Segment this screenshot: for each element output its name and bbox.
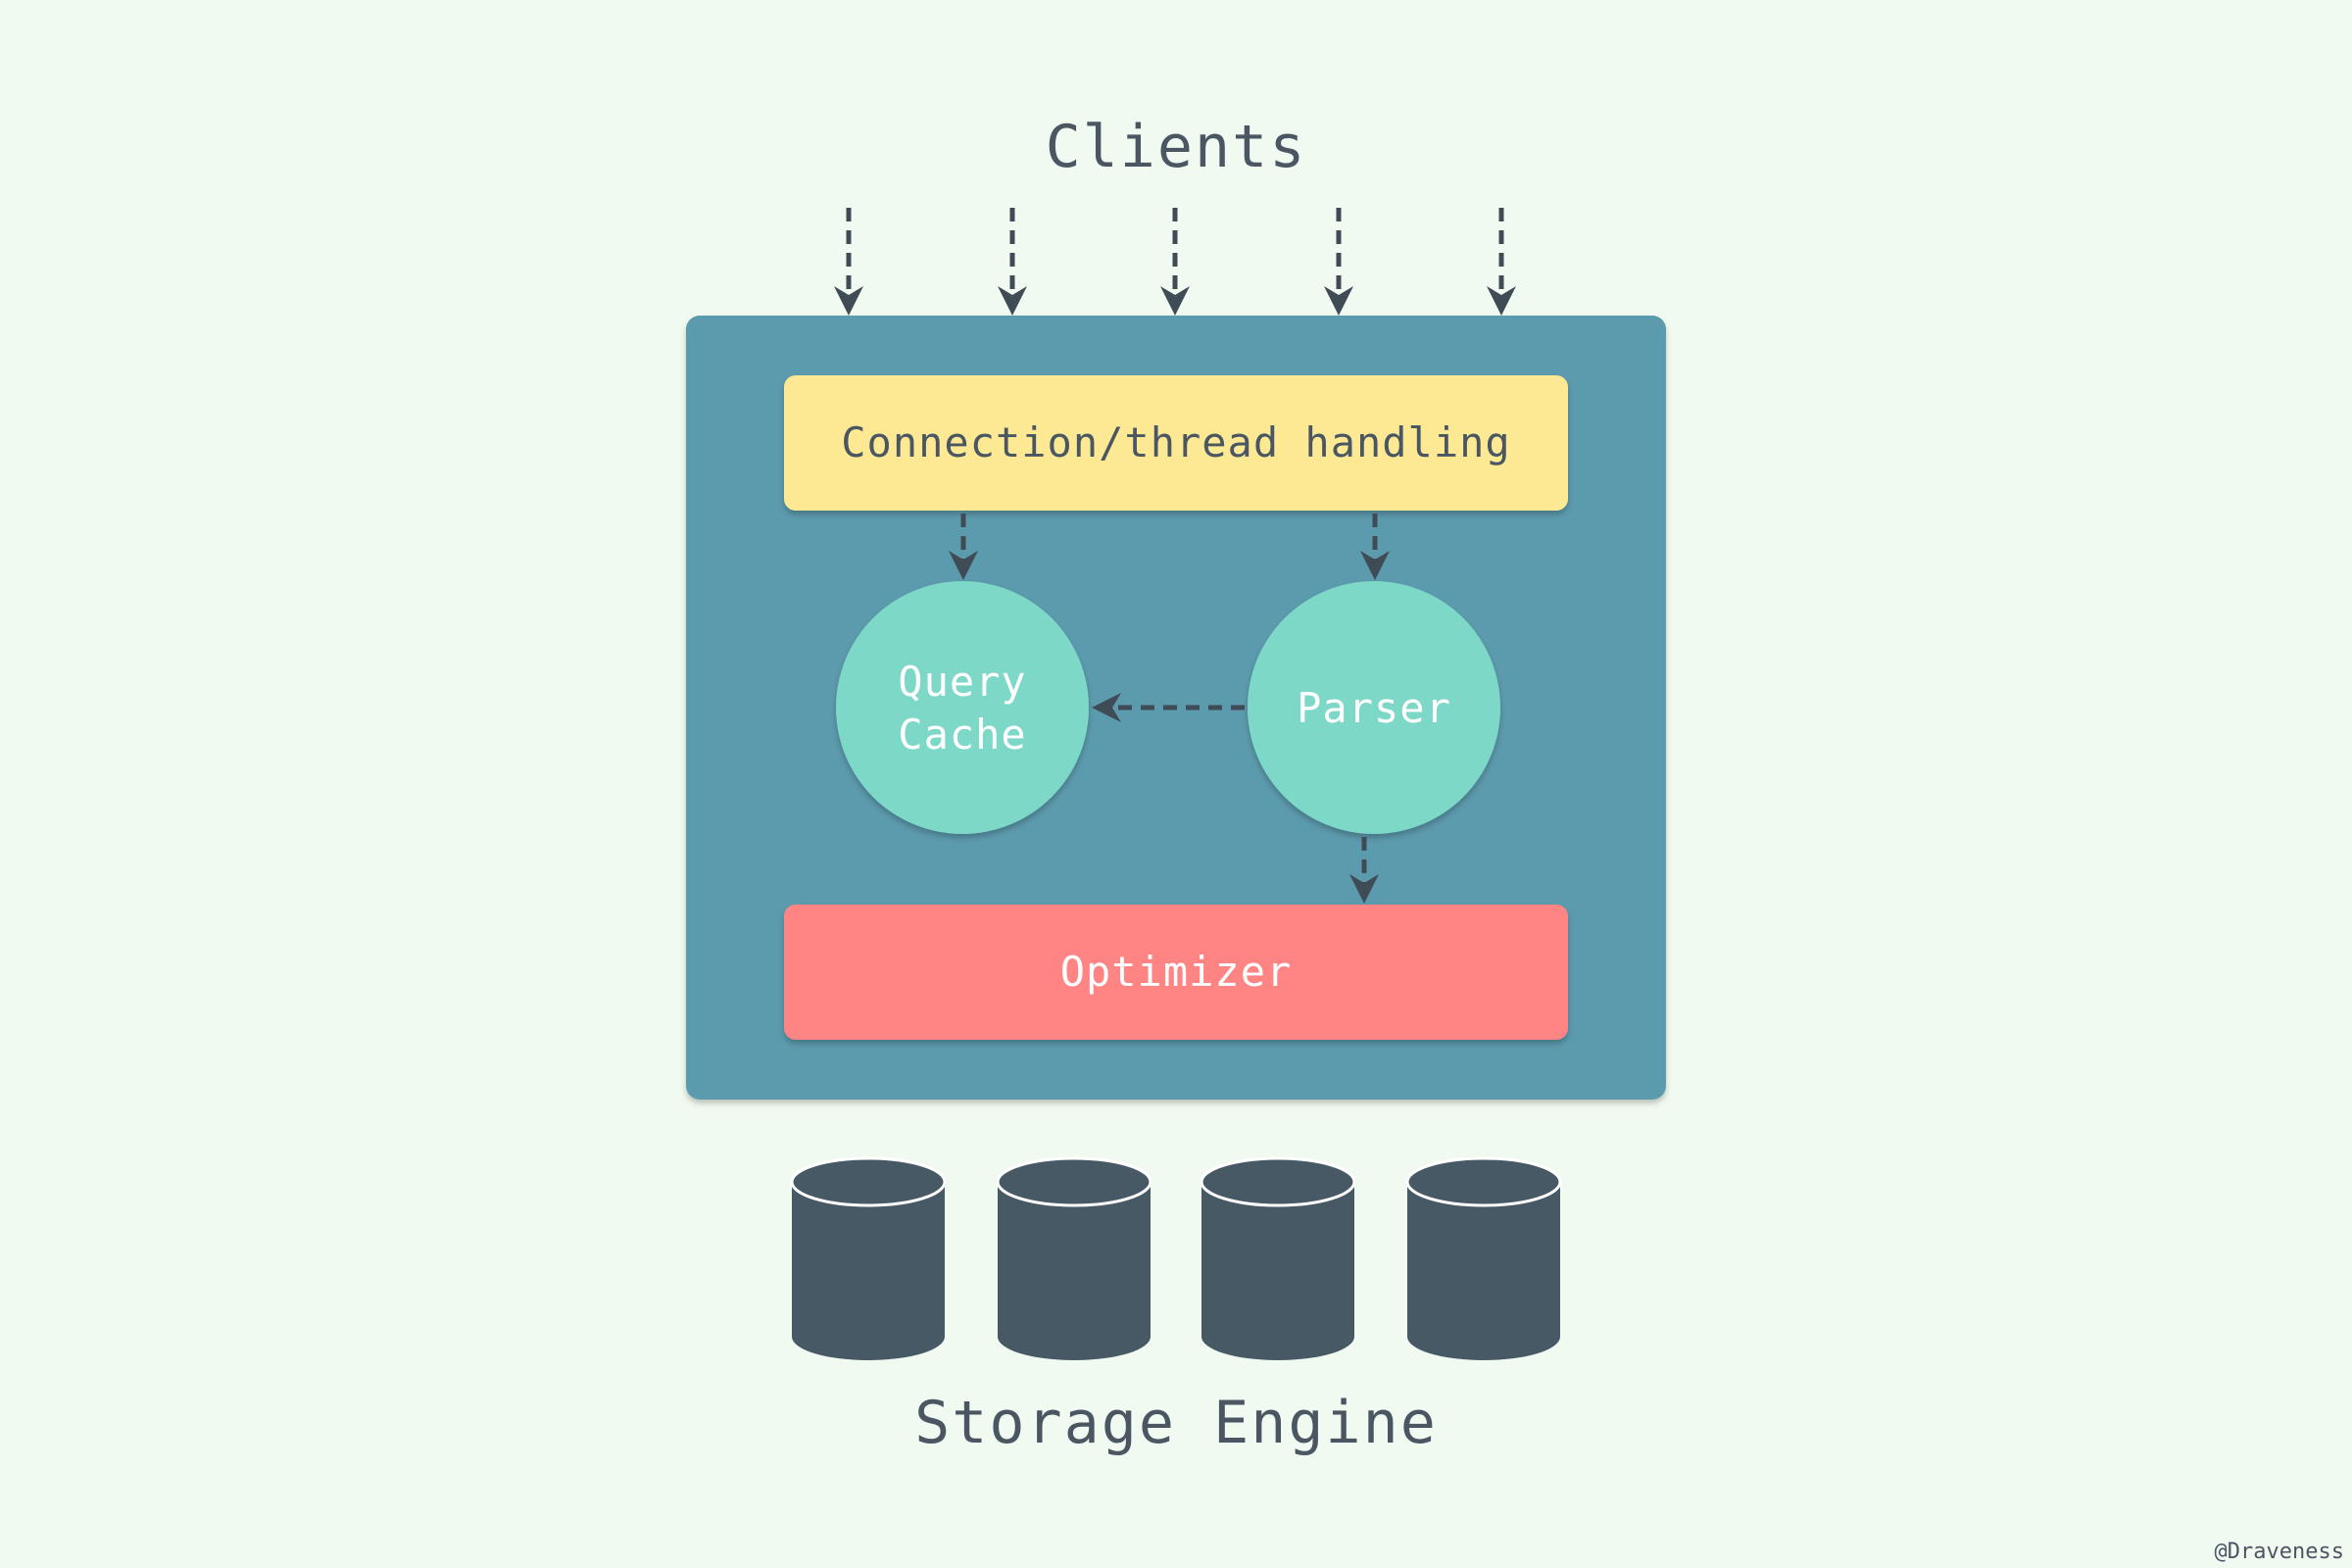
- storage-cylinder: [996, 1156, 1152, 1360]
- connection-handling-label: Connection/thread handling: [841, 418, 1510, 466]
- connection-handling-box: Connection/thread handling: [784, 375, 1568, 511]
- connection-arrows: [949, 514, 1390, 580]
- storage-engine-cylinders: [790, 1156, 1562, 1360]
- query-cache-node: Query Cache: [836, 581, 1089, 834]
- client-arrows: [834, 208, 1516, 316]
- clients-title: Clients: [1046, 113, 1307, 181]
- parser-label: Parser: [1297, 684, 1451, 732]
- storage-cylinder: [1405, 1156, 1562, 1360]
- storage-engine-title: Storage Engine: [914, 1389, 1438, 1457]
- storage-cylinder: [790, 1156, 947, 1360]
- parser-node: Parser: [1248, 581, 1500, 834]
- query-cache-label-line2: Cache: [898, 710, 1026, 759]
- query-cache-label-line1: Query: [898, 658, 1026, 706]
- credit-label: @Draveness: [2215, 1540, 2344, 1564]
- optimizer-box: Optimizer: [784, 905, 1568, 1040]
- storage-cylinder: [1200, 1156, 1356, 1360]
- optimizer-label: Optimizer: [1060, 948, 1293, 996]
